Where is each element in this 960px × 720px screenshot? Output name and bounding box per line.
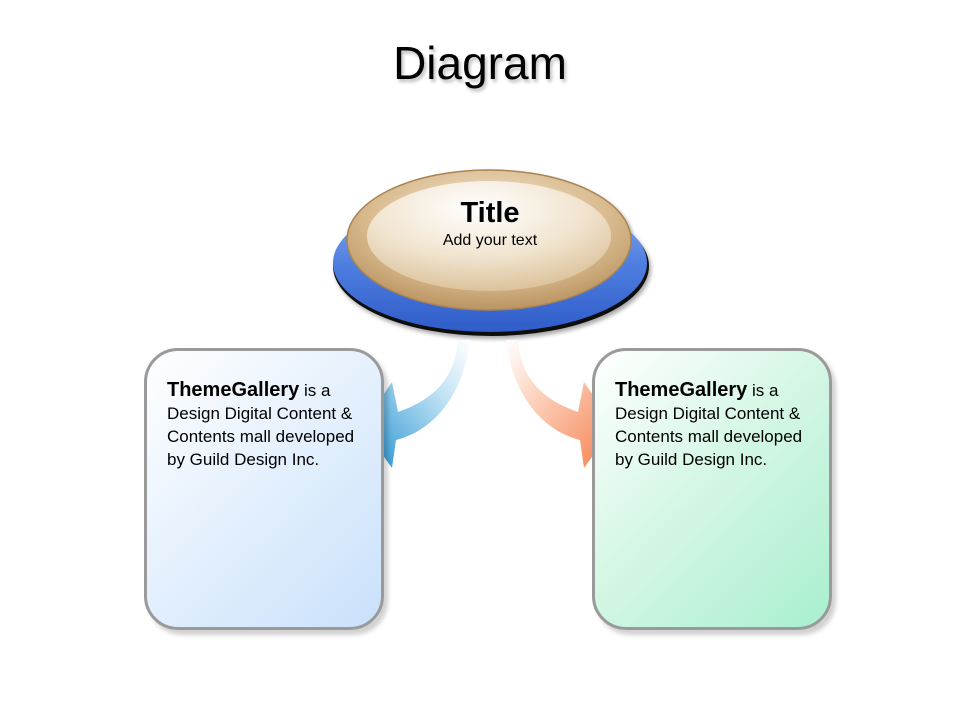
center-subtitle: Add your text [442,232,538,249]
left-arrow-icon [362,340,470,468]
right-box-text: is a Design Digital Content & Contents m… [615,381,803,469]
slide-title: Diagram [393,37,567,89]
left-box-text: is a Design Digital Content & Contents m… [167,381,355,469]
right-text-box: ThemeGallery is a Design Digital Content… [592,348,832,630]
right-arrow-icon [506,340,614,468]
right-box-brand: ThemeGallery [615,379,748,401]
center-ellipse [333,169,649,336]
left-text-box: ThemeGallery is a Design Digital Content… [144,348,384,630]
left-box-brand: ThemeGallery [167,379,300,401]
center-ellipse-text: Title Add your text [380,196,600,252]
center-title: Title [460,197,520,229]
